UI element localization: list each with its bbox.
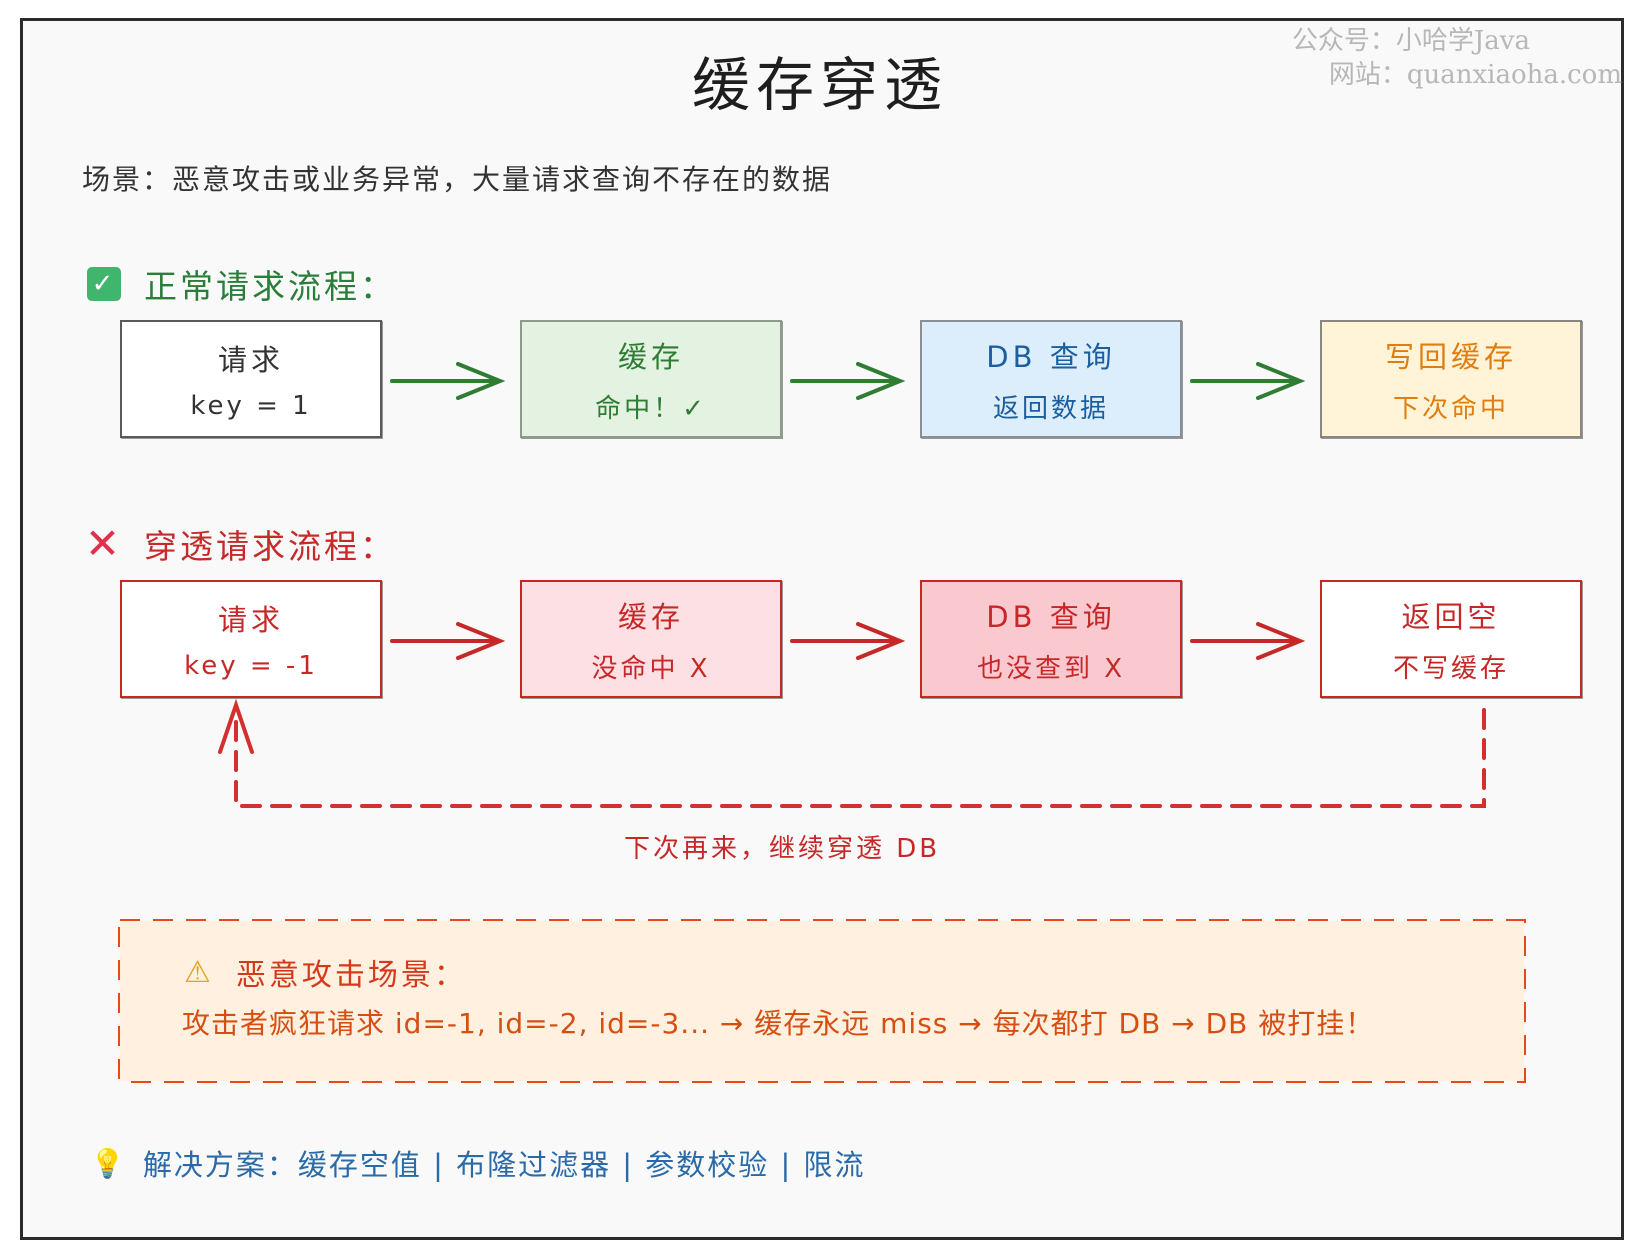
- penetration-arrow-2: [790, 622, 906, 660]
- normal-flow-heading-text: 正常请求流程：: [144, 267, 396, 306]
- attack-title-text: 恶意攻击场景：: [235, 958, 467, 993]
- step-detail: 返回数据: [992, 393, 1109, 424]
- step-title: 请求: [217, 603, 284, 637]
- step-detail: 不写缓存: [1392, 653, 1509, 684]
- normal-arrow-3: [1190, 362, 1306, 400]
- step-detail: key = -1: [184, 651, 318, 681]
- scenario-text: 场景：恶意攻击或业务异常，大量请求查询不存在的数据: [82, 163, 833, 196]
- cross-icon: ✕: [84, 519, 124, 568]
- normal-step-db: DB 查询 返回数据: [920, 320, 1182, 438]
- warning-icon: ⚠: [184, 954, 214, 990]
- watermark-website: 网站：quanxiaoha.com: [1328, 60, 1622, 90]
- penetration-step-request: 请求 key = -1: [120, 580, 382, 698]
- step-title: 返回空: [1401, 599, 1501, 634]
- step-title: DB 查询: [986, 599, 1116, 634]
- attack-box: [120, 921, 1524, 1081]
- step-detail: 命中！✓: [595, 393, 707, 424]
- normal-arrow-1: [390, 362, 506, 400]
- solution-line: 💡 解决方案：缓存空值 | 布隆过滤器 | 参数校验 | 限流: [90, 1142, 866, 1184]
- attack-title: ⚠ 恶意攻击场景：: [184, 950, 467, 994]
- watermark-account: 公众号：小哈学Java: [1291, 26, 1530, 56]
- penetration-arrow-3: [1190, 622, 1306, 660]
- step-detail: 没命中 X: [591, 653, 711, 684]
- penetration-arrow-1: [390, 622, 506, 660]
- normal-step-request: 请求 key = 1: [120, 320, 382, 438]
- normal-step-cache: 缓存 命中！✓: [520, 320, 782, 438]
- step-detail: key = 1: [190, 391, 312, 421]
- normal-flow-heading: ✓ 正常请求流程：: [86, 260, 396, 308]
- penetration-flow-heading-text: 穿透请求流程：: [144, 527, 396, 566]
- page-title: 缓存穿透: [691, 51, 948, 119]
- loop-back-label: 下次再来，继续穿透 DB: [624, 834, 941, 864]
- step-title: 写回缓存: [1384, 339, 1517, 374]
- step-detail: 也没查到 X: [976, 653, 1126, 684]
- attack-text: 攻击者疯狂请求 id=-1, id=-2, id=-3... → 缓存永远 mi…: [182, 1007, 1375, 1040]
- step-title: 缓存: [617, 339, 684, 374]
- step-title: 请求: [217, 343, 284, 377]
- loop-back-line: [234, 708, 1486, 808]
- penetration-flow-heading: ✕ 穿透请求流程：: [84, 519, 396, 568]
- penetration-step-cache: 缓存 没命中 X: [520, 580, 782, 698]
- penetration-step-db: DB 查询 也没查到 X: [920, 580, 1182, 698]
- lightbulb-icon: 💡: [90, 1146, 127, 1180]
- solution-text: 解决方案：缓存空值 | 布隆过滤器 | 参数校验 | 限流: [142, 1148, 866, 1182]
- penetration-step-return-empty: 返回空 不写缓存: [1320, 580, 1582, 698]
- normal-arrow-2: [790, 362, 906, 400]
- step-title: 缓存: [617, 599, 684, 634]
- step-detail: 下次命中: [1392, 393, 1509, 424]
- check-icon: ✓: [86, 266, 122, 302]
- loop-back-arrowhead: [218, 698, 254, 754]
- step-title: DB 查询: [986, 339, 1116, 374]
- normal-step-writeback: 写回缓存 下次命中: [1320, 320, 1582, 438]
